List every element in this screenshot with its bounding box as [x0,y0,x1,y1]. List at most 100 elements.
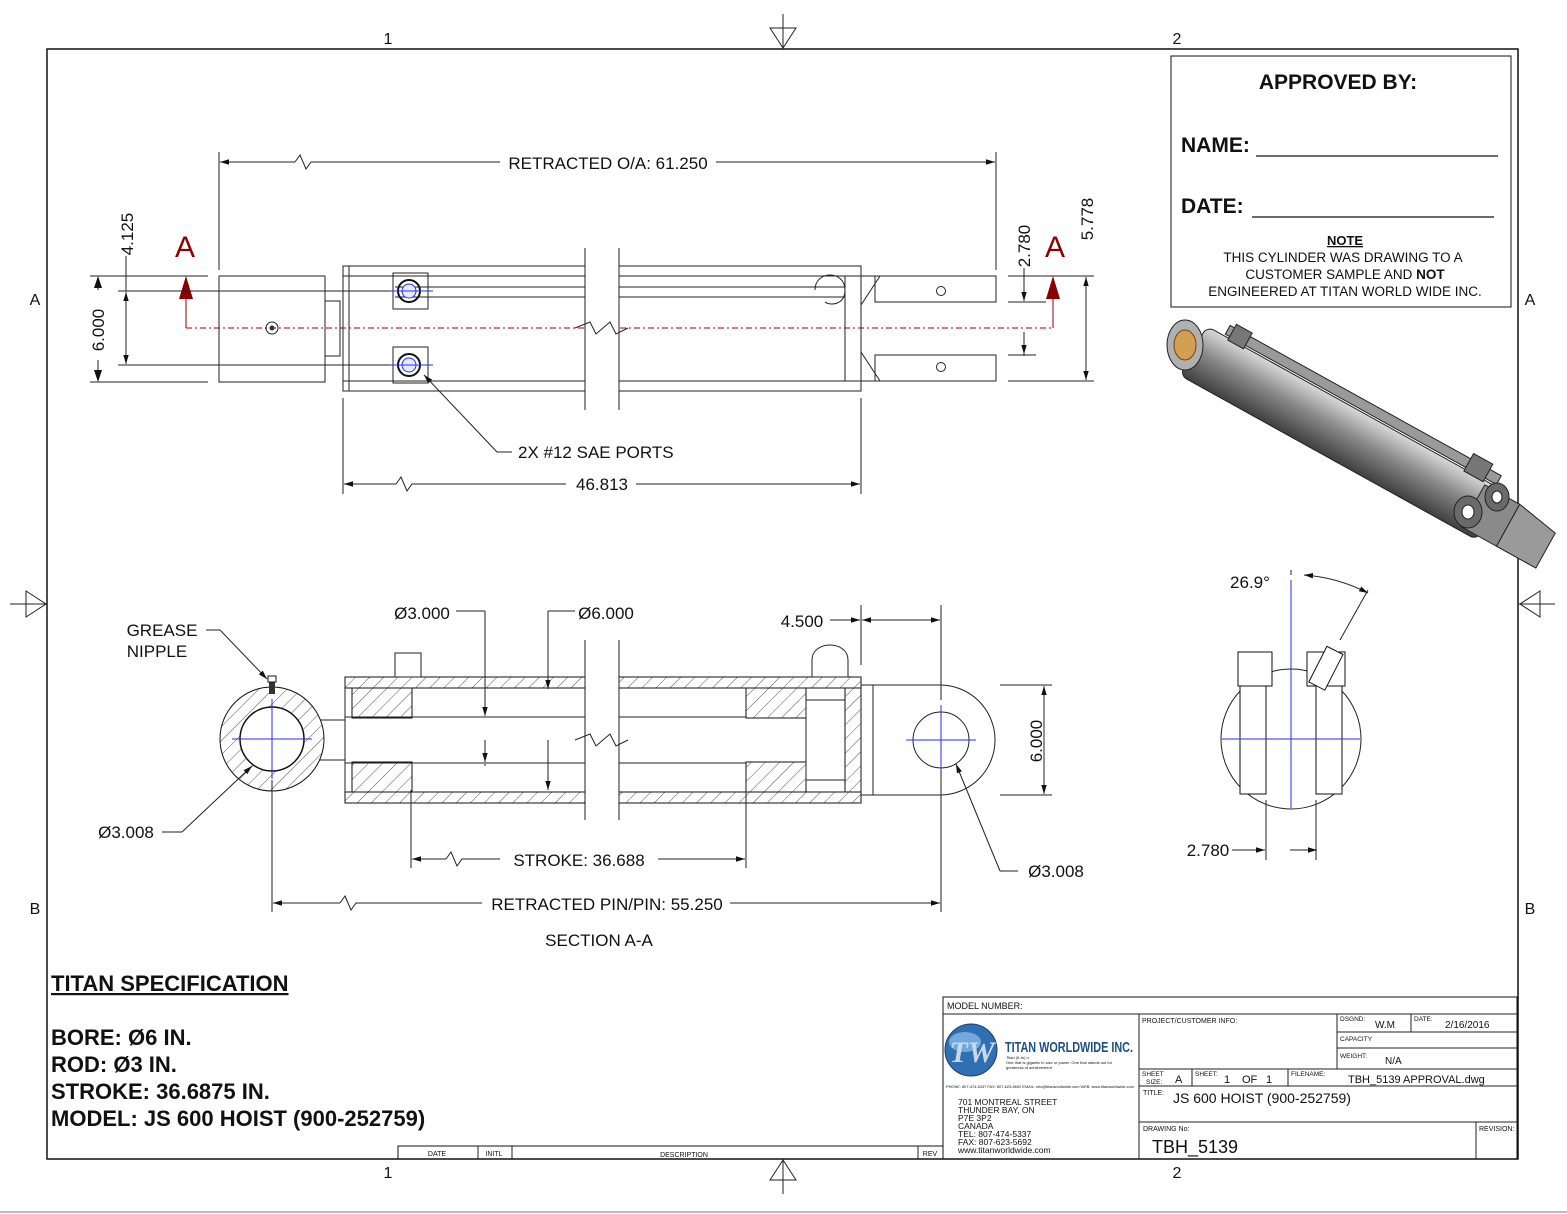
tb-weight-label: WEIGHT: [1340,1053,1367,1060]
tb-of-label: OF [1242,1074,1258,1086]
dim-retracted-pin: RETRACTED PIN/PIN: 55.250 [491,895,722,914]
section-marker-left: A [175,231,195,264]
svg-text:TW: TW [950,1036,997,1069]
section-view: GREASE NIPPLE Ø3.000 Ø6.000 4.500 6.000 … [98,604,1084,950]
tb-company: TITAN WORLDWIDE INC. [1005,1039,1133,1056]
top-view: A A [89,152,1097,494]
tb-address3: P7E 3P2 [958,1113,992,1123]
spec-title: TITAN SPECIFICATION [51,971,289,996]
tb-date-label: DATE: [1414,1016,1433,1023]
dim-retracted-oa: RETRACTED O/A: 61.250 [508,154,707,173]
tb-address2: THUNDER BAY, ON [958,1105,1035,1115]
section-arrow-right [1046,276,1060,299]
tb-capacity-label: CAPACITY [1340,1036,1373,1043]
tb-contact-strip: PHONE: 807-474-5337 FAX: 807-623-5692 EM… [946,1085,1134,1089]
tb-address5: TEL: 807-474-5337 [958,1129,1032,1139]
dim-5778: 5.778 [1078,198,1097,241]
tb-drawing-no-label: DRAWING No: [1143,1126,1189,1133]
label-nipple: NIPPLE [127,642,187,661]
approval-note-line2: CUSTOMER SAMPLE AND NOT [1245,267,1445,282]
zone-row-a-right: A [1525,292,1536,309]
dim-4500: 4.500 [781,612,824,631]
tb-title-label: TITLE: [1143,1090,1164,1097]
dim-end-width: 2.780 [1187,841,1230,860]
approval-date-label: DATE: [1181,195,1244,218]
approval-note-line1: THIS CYLINDER WAS DRAWING TO A [1223,250,1462,265]
grease-nipple-top [265,321,279,335]
tb-date-value: 2/16/2016 [1445,1020,1490,1031]
end-view: 26.9° 2.780 [1187,570,1369,860]
zone-col-1-bottom: 1 [384,1165,393,1182]
section-marker-right: A [1045,231,1065,264]
label-grease: GREASE [127,621,198,640]
rev-col-description: DESCRIPTION [660,1152,708,1159]
dim-pin-dia-right: Ø3.008 [1028,862,1084,881]
approval-title: APPROVED BY: [1259,71,1417,94]
zone-col-2-top: 2 [1173,31,1182,48]
approval-note-line3: ENGINEERED AT TITAN WORLD WIDE INC. [1208,284,1482,299]
rev-col-rev: REV [923,1151,938,1158]
spec-stroke: STROKE: 36.6875 IN. [51,1079,270,1104]
dim-stroke: STROKE: 36.688 [513,851,644,870]
rev-col-date: DATE [428,1151,446,1158]
dim-6000-section: 6.000 [1027,720,1046,763]
section-arrow-left [179,276,193,299]
tb-project-label: PROJECT/CUSTOMER INFO: [1142,1018,1237,1025]
tb-filename-label: FILENAME: [1291,1071,1326,1078]
tb-sheet-size-label1: SHEET [1142,1071,1164,1078]
tb-tagline3: greatness of achievement [1006,1065,1053,1070]
tb-address6: FAX: 807-623-5692 [958,1137,1032,1147]
tb-tagline1: Titan (tī-tn) n. [1006,1055,1030,1060]
tb-model-number-label: MODEL NUMBER: [947,1001,1023,1011]
grease-nipple [269,682,275,694]
zone-row-b-left: B [30,901,41,918]
approval-box: APPROVED BY: NAME: DATE: NOTE THIS CYLIN… [1170,55,1512,308]
zone-col-2-bottom: 2 [1173,1165,1182,1182]
centering-arrow-top [769,14,797,49]
zone-col-1-top: 1 [384,31,393,48]
tb-drawing-no-value: TBH_5139 [1152,1137,1238,1158]
tb-of-value: 1 [1266,1074,1272,1086]
titan-logo: TW [944,1023,998,1077]
tb-sheet-size-label2: SIZE: [1146,1079,1162,1086]
spec-rod: ROD: Ø3 IN. [51,1052,177,1077]
dim-2780-top: 2.780 [1015,225,1034,268]
tb-revision-label: REVISION: [1479,1126,1514,1133]
approval-note-title: NOTE [1327,233,1363,248]
zone-row-b-right: B [1525,901,1536,918]
clevis-lower [874,354,997,382]
tb-dsgnd-value: W.M [1375,1020,1395,1031]
tb-title-value: JS 600 HOIST (900-252759) [1173,1090,1351,1106]
label-sae-ports: 2X #12 SAE PORTS [518,443,674,462]
tb-sheet-label: SHEET: [1195,1071,1218,1078]
tb-sheet-value: 1 [1224,1074,1230,1086]
centering-arrow-bottom [769,1159,797,1194]
dim-rod-dia: Ø3.000 [394,604,450,623]
cap-end-block [218,275,326,383]
rev-col-initl: INITL [485,1151,502,1158]
dim-bore-dia: Ø6.000 [578,604,634,623]
centering-arrow-left [10,590,47,618]
spec-bore: BORE: Ø6 IN. [51,1025,192,1050]
title-block: MODEL NUMBER: TW TITAN WORLDWIDE INC. Ti… [942,996,1518,1160]
tb-address1: 701 MONTREAL STREET [958,1097,1057,1107]
tb-weight-value: N/A [1385,1056,1402,1067]
tb-dsgnd-label: DSGND: [1340,1016,1365,1023]
tb-address4: CANADA [958,1121,994,1131]
tb-sheet-size-value: A [1175,1074,1183,1086]
dim-pin-dia-left: Ø3.008 [98,823,154,842]
spec-model: MODEL: JS 600 HOIST (900-252759) [51,1106,425,1131]
isometric-view [1166,319,1556,569]
tb-filename-value: TBH_5139 APPROVAL.dwg [1348,1074,1485,1086]
approval-name-label: NAME: [1181,134,1250,157]
tb-tagline2: One that is gigantic in size or power. O… [1006,1060,1113,1065]
centering-arrow-right [1518,590,1555,618]
dim-46813: 46.813 [576,475,628,494]
dim-6000-top: 6.000 [89,309,108,352]
clevis-upper [874,275,997,303]
dim-angle: 26.9° [1230,573,1270,592]
dim-4125: 4.125 [118,213,137,256]
tb-address7: www.titanworldwide.com [957,1145,1051,1155]
section-title: SECTION A-A [545,931,653,950]
